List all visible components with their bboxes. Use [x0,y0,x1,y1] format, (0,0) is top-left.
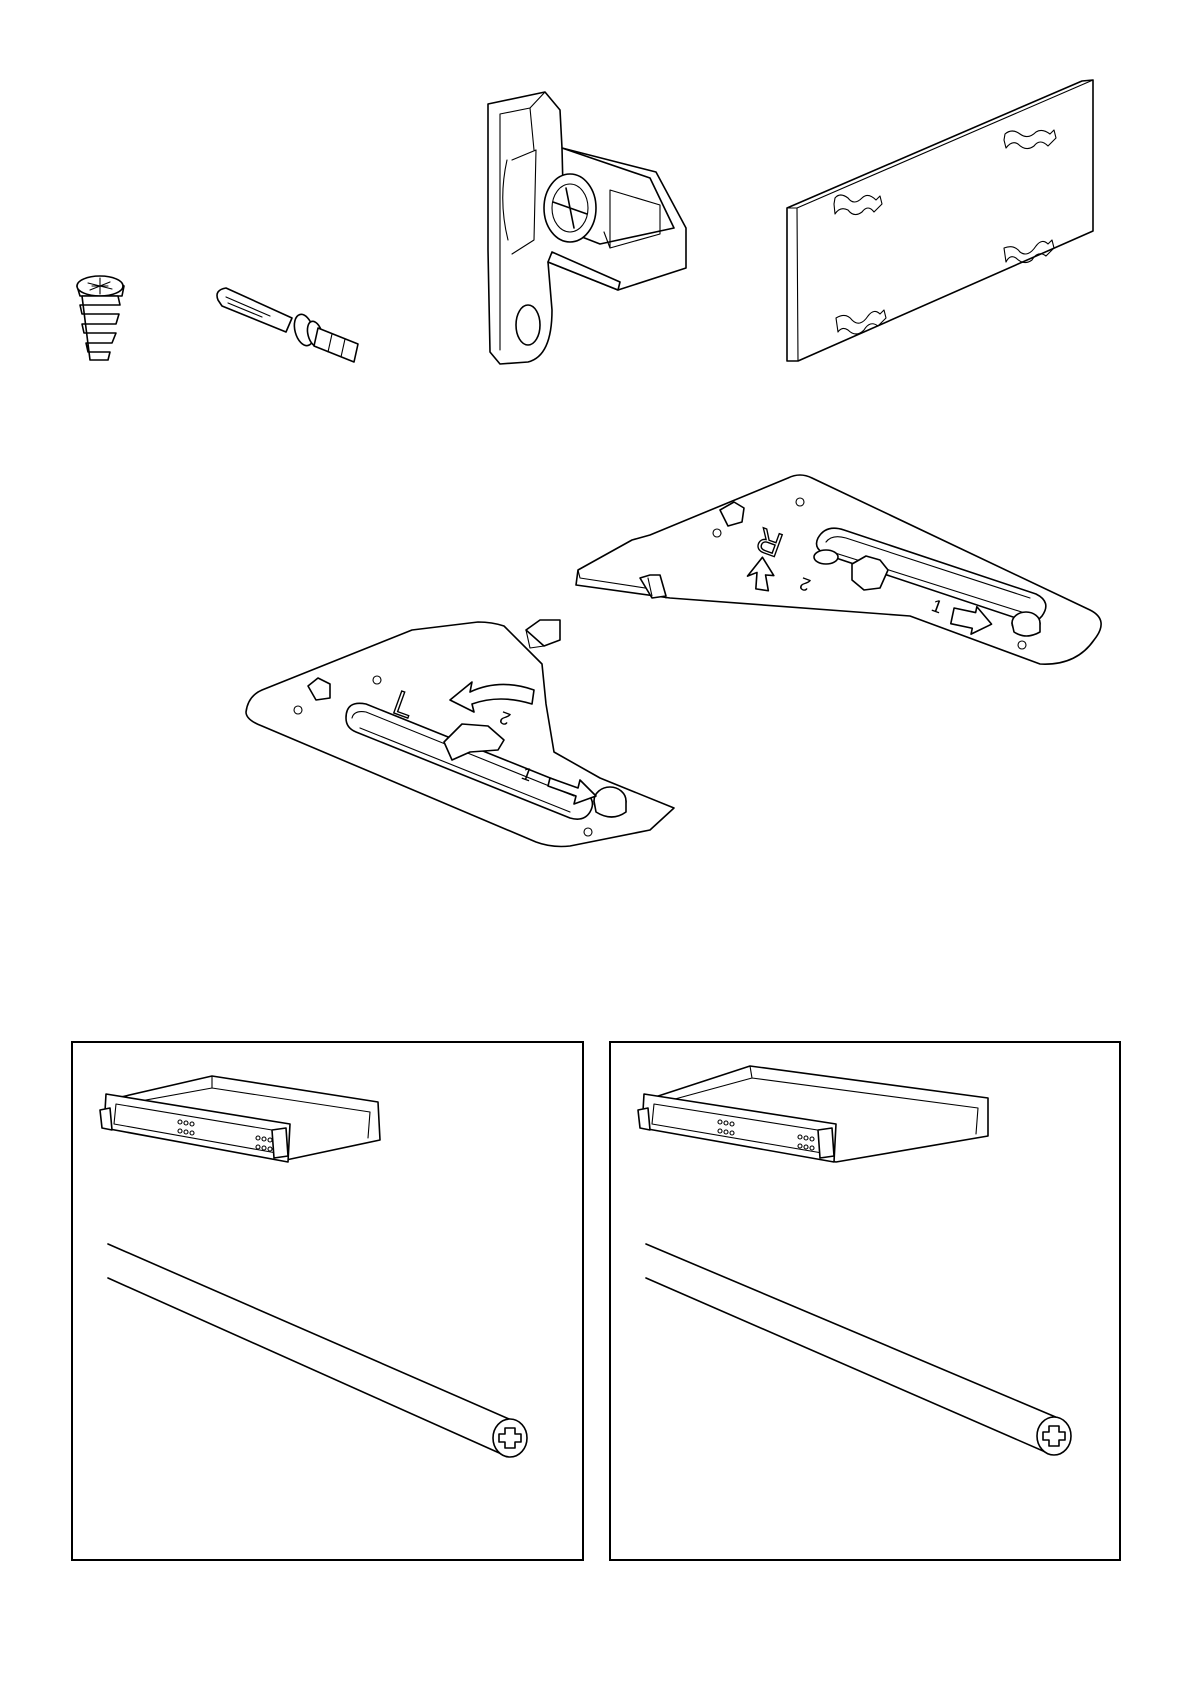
mounting-bracket-icon [488,92,686,364]
back-panel-with-clips-icon [787,80,1093,361]
connector-pin-icon [217,288,358,362]
left-drawer-bracket-icon: L 2 1 [246,620,674,847]
panel-right [610,1042,1120,1560]
cam-dowel-icon [77,276,124,360]
right-drawer-bracket-icon: R 2 1 [576,475,1101,664]
panel-left [72,1042,583,1560]
